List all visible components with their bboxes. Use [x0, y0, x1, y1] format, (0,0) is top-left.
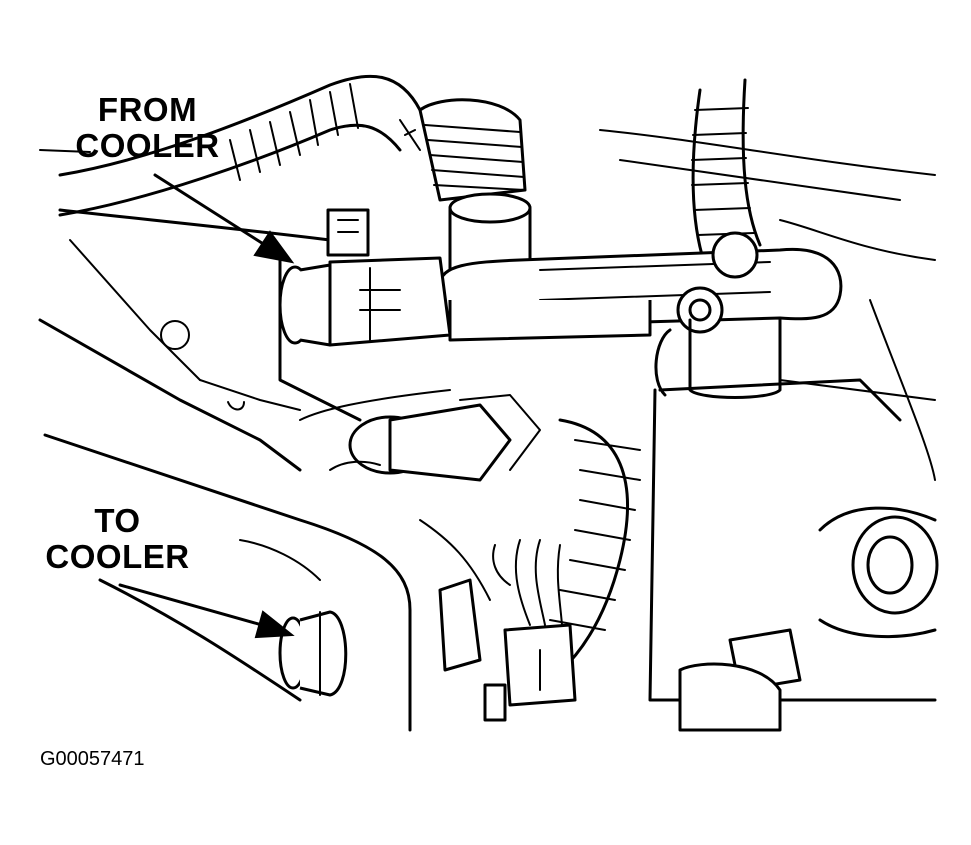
shift-lever-icon	[326, 192, 843, 399]
connector-icon	[438, 539, 577, 722]
to-cooler-fitting-icon	[278, 610, 348, 697]
from-cooler-arrow	[153, 173, 295, 264]
to-cooler-arrow	[118, 583, 295, 639]
from-cooler-label: FROM COOLER	[60, 92, 235, 164]
to-cooler-label-line2: COOLER	[45, 538, 190, 575]
to-cooler-label: TO COOLER	[30, 503, 205, 575]
from-cooler-fitting-icon	[278, 256, 452, 347]
from-cooler-label-line1: FROM	[97, 91, 198, 128]
to-cooler-label-line1: TO	[94, 502, 141, 539]
wiring-harness-icon	[58, 74, 762, 267]
figure-id: G00057471	[40, 748, 145, 770]
from-cooler-label-line2: COOLER	[75, 127, 220, 164]
